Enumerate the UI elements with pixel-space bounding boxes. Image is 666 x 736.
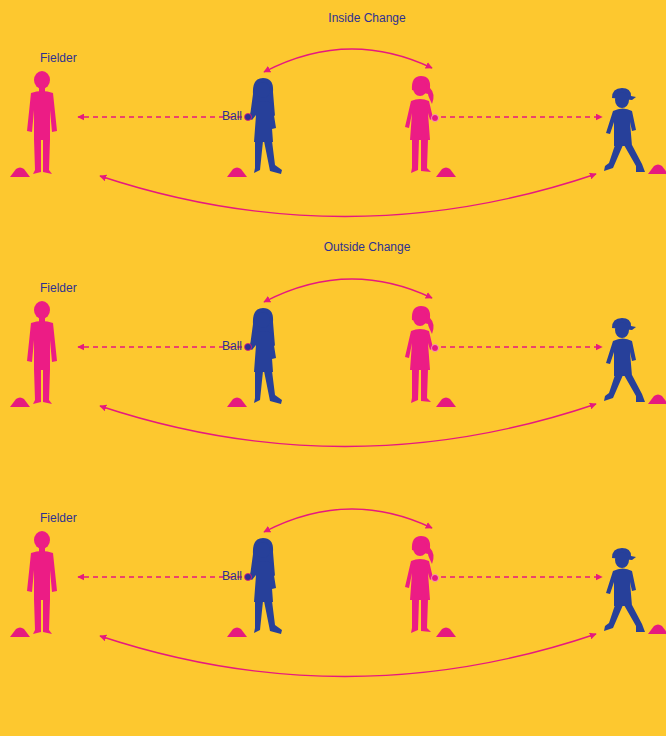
head xyxy=(413,80,427,96)
throw-arrow xyxy=(441,116,602,117)
swap-arc xyxy=(264,49,432,72)
role-label: Fielder xyxy=(40,511,77,525)
role-label: Fielder xyxy=(40,281,77,295)
ball-label: Ball xyxy=(222,109,242,123)
cone xyxy=(648,165,666,175)
fielder-figure xyxy=(27,71,57,174)
ball xyxy=(245,114,252,121)
torso xyxy=(405,99,433,140)
role-label: Fielder xyxy=(40,51,77,65)
cone xyxy=(436,168,456,178)
section-heading: Inside Change xyxy=(328,11,405,25)
leg xyxy=(411,139,419,173)
head xyxy=(256,82,270,98)
drill-row xyxy=(10,49,666,217)
leg xyxy=(604,145,623,171)
torso xyxy=(27,91,57,140)
leg xyxy=(254,141,263,173)
leg xyxy=(43,139,52,174)
swap-arc xyxy=(100,174,596,217)
torso xyxy=(249,101,276,142)
drill-row xyxy=(10,509,666,677)
leg xyxy=(624,145,645,172)
player-figure xyxy=(604,88,645,172)
head xyxy=(34,71,50,89)
throw-arrow xyxy=(78,116,242,117)
leg xyxy=(33,139,41,174)
section-heading: Outside Change xyxy=(324,240,411,254)
player-figure xyxy=(405,76,434,173)
leg xyxy=(264,141,282,174)
drill-row xyxy=(10,279,666,447)
head xyxy=(615,92,629,108)
leg xyxy=(421,139,431,172)
torso xyxy=(606,109,636,147)
ball xyxy=(432,115,439,122)
player-figure xyxy=(249,78,282,174)
ball-label: Ball xyxy=(222,569,242,583)
cone xyxy=(227,168,247,178)
cone xyxy=(10,168,30,178)
ball-label: Ball xyxy=(222,339,242,353)
